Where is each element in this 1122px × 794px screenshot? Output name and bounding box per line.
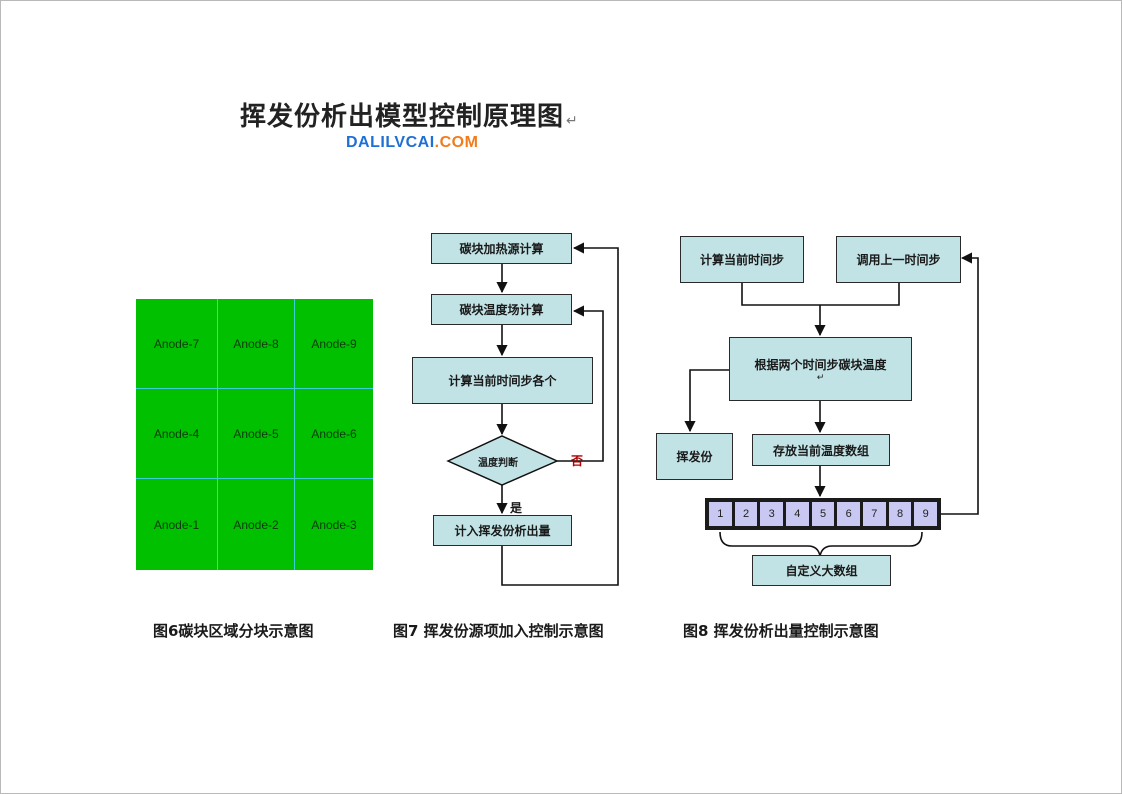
array-cell: 6 <box>837 502 861 526</box>
decision-diamond <box>446 435 559 486</box>
site-watermark: DALILVCAI.COM <box>346 134 478 152</box>
fig7-yes-label: 是 <box>510 501 523 515</box>
fig7-compute-step-box: 计算当前时间步各个 <box>412 357 593 404</box>
anode-cell: Anode-7 <box>136 299 218 389</box>
fig8-box6-text: 自定义大数组 <box>785 564 858 578</box>
caption-fig7: 图7 挥发份源项加入控制示意图 <box>393 622 604 640</box>
anode-cell: Anode-4 <box>136 389 218 479</box>
anode-cell: Anode-3 <box>311 517 357 532</box>
fig8-store-temperature-box: 存放当前温度数组 <box>752 434 890 466</box>
fig8-box3-text: 根据两个时间步碳块温度 <box>754 357 887 372</box>
array-cell: 2 <box>734 502 758 526</box>
fig8-box3-mark: ↵ <box>816 372 825 383</box>
fig7-temperature-field-box: 碳块温度场计算 <box>431 294 572 325</box>
caption-fig6: 图6碳块区域分块示意图 <box>153 622 314 640</box>
array-cell: 7 <box>863 502 886 526</box>
title-return-mark: ↵ <box>566 113 579 129</box>
fig8-two-steps-box: 根据两个时间步碳块温度↵ <box>729 337 912 401</box>
array-cell: 9 <box>914 502 938 526</box>
fig8-custom-array-box: 自定义大数组 <box>752 555 891 586</box>
site-name: DALILVCAI <box>346 134 435 151</box>
array-cell: 1 <box>709 502 732 526</box>
fig8-box2-text: 调用上一时间步 <box>856 253 941 267</box>
fig8-box4-text: 挥发份 <box>676 450 713 464</box>
page-title: 挥发份析出模型控制原理图↵ <box>240 96 579 133</box>
anode-cell: Anode-8 <box>218 299 295 389</box>
anode-cell: Anode-1 <box>136 479 218 570</box>
anode-cell: Anode-2 <box>218 479 295 570</box>
fig8-temperature-array: 1 2 3 4 5 6 7 8 9 <box>705 498 941 530</box>
fig7-heat-source-box: 碳块加热源计算 <box>431 233 572 264</box>
array-cell: 4 <box>786 502 809 526</box>
fig8-volatile-box: 挥发份 <box>656 433 733 480</box>
fig7-box3-text: 计算当前时间步各个 <box>448 374 557 388</box>
fig8-previous-step-box: 调用上一时间步 <box>836 236 961 283</box>
anode-cell: Anode-9 <box>295 299 373 389</box>
anode-cell: Anode-5 <box>218 389 295 479</box>
fig7-box4-text: 计入挥发份析出量 <box>454 524 551 538</box>
site-domain: .COM <box>434 134 479 151</box>
fig7-box1-text: 碳块加热源计算 <box>459 242 544 256</box>
fig8-current-step-box: 计算当前时间步 <box>680 236 804 283</box>
array-cell: 8 <box>888 502 912 526</box>
array-cell: 3 <box>760 502 784 526</box>
fig8-box5-text: 存放当前温度数组 <box>772 443 869 458</box>
anode-cell: Anode-6 <box>295 389 373 479</box>
fig8-box1-text: 计算当前时间步 <box>699 253 784 267</box>
array-cell: 5 <box>811 502 835 526</box>
fig7-no-label: 否 <box>571 454 584 468</box>
fig7-box2-text: 碳块温度场计算 <box>459 303 544 317</box>
anode-grid: Anode-7 Anode-8 Anode-9 Anode-4 Anode-5 … <box>136 299 373 570</box>
title-text: 挥发份析出模型控制原理图 <box>240 102 565 132</box>
fig7-volatile-output-box: 计入挥发份析出量 <box>433 515 572 546</box>
caption-fig8: 图8 挥发份析出量控制示意图 <box>683 622 879 640</box>
fig7-decision-label: 温度判断 <box>478 458 518 469</box>
